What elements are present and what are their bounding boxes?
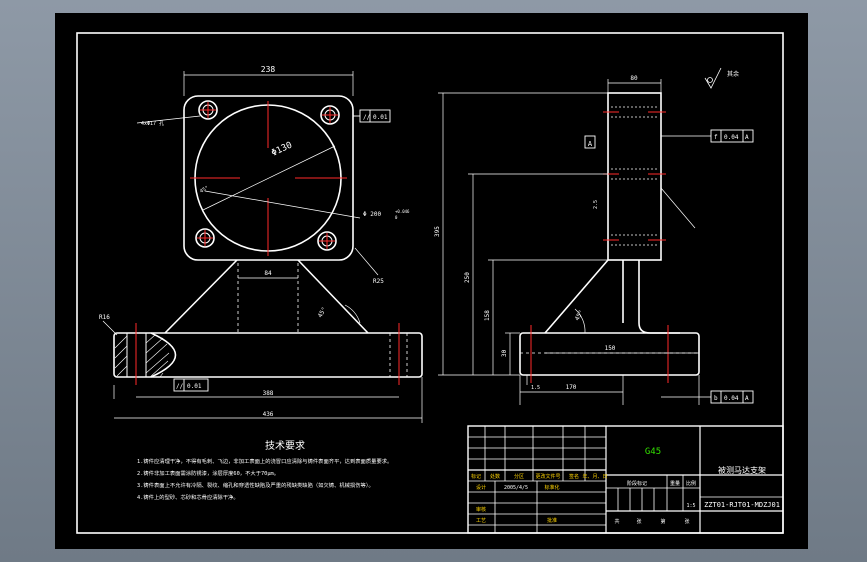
dim-bolt-holes: 4xΦ17 孔 <box>141 120 164 127</box>
row-header: 签名 <box>569 473 579 480</box>
design-date: 2005/4/5 <box>504 485 528 491</box>
side-view <box>519 92 700 376</box>
side-dimensions <box>438 79 711 405</box>
surface-finish-symbol <box>704 67 722 89</box>
drawing-number: ZZT01-RJT01-MDZJ01 <box>704 501 780 509</box>
approve-label: 批准 <box>547 517 557 524</box>
dim-chamfer: 45° <box>199 185 210 195</box>
dim-top-width: 80 <box>630 75 638 82</box>
sheet-label-2: 张 <box>684 518 689 525</box>
dim-base-thickness: 30 <box>501 349 508 357</box>
process-label: 工艺 <box>476 518 486 524</box>
standard-label: 标准化 <box>544 484 559 491</box>
dim-height-center: 250 <box>464 272 471 283</box>
svg-text://: // <box>176 383 184 390</box>
right-rib <box>297 259 369 334</box>
dim-neck: 84 <box>264 270 272 277</box>
technical-notes: 技术要求 1.铸件应清理干净，不得有毛刺、飞边，非加工表面上的浇冒口应清除与铸件… <box>137 439 392 501</box>
scale-value: 1:5 <box>686 503 695 509</box>
tol-bottom: 0.04 <box>724 395 739 402</box>
dim-r25: R25 <box>373 278 384 285</box>
dim-small: 2.5 <box>593 200 599 209</box>
sheet-total: 共 <box>614 518 619 525</box>
top-tol-frame <box>710 129 754 143</box>
sheet-no: 第 <box>660 518 665 525</box>
material: G45 <box>645 447 661 457</box>
svg-text:A: A <box>745 395 749 402</box>
svg-text://: // <box>363 114 371 121</box>
tol-top: 0.04 <box>724 134 739 141</box>
front-dimensions <box>102 71 423 423</box>
bolt-hole <box>320 105 340 125</box>
dim-base-total: 436 <box>263 411 274 418</box>
scale-label: 比例 <box>686 480 696 487</box>
front-base <box>113 332 423 378</box>
bottom-tol-frame <box>710 390 754 404</box>
datum-b: b <box>714 395 718 402</box>
note-line-3: 3.铸件表面上不允许有冷隔、裂纹、缩孔和穿透性缺陷及严重的残缺类缺陷（如欠铸、机… <box>137 481 374 489</box>
side-rib <box>544 259 609 334</box>
cad-viewport[interactable]: 238 Φ130 Φ 200 +0.046 0 4xΦ17 孔 // 0.01 … <box>55 13 808 549</box>
engineering-drawing: 238 Φ130 Φ 200 +0.046 0 4xΦ17 孔 // 0.01 … <box>76 32 784 534</box>
svg-text:f: f <box>714 134 718 141</box>
left-rib <box>164 259 238 334</box>
note-line-2: 2.铸件非加工表面需涂防锈漆，涂层厚度60，不大于70μm。 <box>137 469 279 477</box>
check-label: 审核 <box>476 506 486 513</box>
row-header: 更改文件号 <box>535 473 560 480</box>
note-line-1: 1.铸件应清理干净，不得有毛刺、飞边，非加工表面上的浇冒口应清除与铸件表面齐平，… <box>137 457 392 465</box>
surface-finish-label: 其余 <box>727 70 739 78</box>
design-label: 设计 <box>476 484 486 491</box>
row-header: 分区 <box>514 473 524 480</box>
dim-width: 238 <box>261 65 276 74</box>
bore-tol-upper: +0.046 <box>395 209 410 214</box>
datum-a-box <box>584 135 596 149</box>
part-name: 被测马达支架 <box>718 465 766 475</box>
title-block <box>467 425 784 534</box>
front-centerlines <box>135 101 400 385</box>
dim-bore: Φ 200 <box>363 211 381 218</box>
tol-base: 0.01 <box>187 383 202 390</box>
bolt-hole <box>198 100 218 120</box>
dim-height-total: 395 <box>434 226 441 237</box>
stage-label: 阶段标记 <box>627 480 647 487</box>
dim-angle: 45° <box>317 306 328 319</box>
sheet-label: 张 <box>636 518 641 525</box>
dim-base-depth: 170 <box>566 384 577 391</box>
side-centerlines <box>530 111 669 383</box>
side-base <box>519 332 700 376</box>
bore-tol-lower: 0 <box>395 215 398 220</box>
weight-label: 重量 <box>670 480 680 487</box>
tol-flatness: 0.01 <box>373 114 388 121</box>
dim-height-rib: 158 <box>484 310 491 321</box>
dim-chamfer-side: 1.5 <box>531 385 540 391</box>
dim-base-holes: 388 <box>263 390 274 397</box>
row-header: 处数 <box>490 473 500 480</box>
datum-a: A <box>588 140 593 148</box>
section-hatch <box>114 334 170 378</box>
notes-title: 技术要求 <box>265 439 305 452</box>
dim-r16: R16 <box>99 314 110 321</box>
row-header: 年、月、日 <box>582 473 607 480</box>
side-angle: 45° <box>574 309 585 322</box>
base-tol-frame <box>173 378 209 392</box>
dim-hole-dia: Φ130 <box>270 140 294 158</box>
bolt-hole <box>317 231 337 251</box>
section-break-curve <box>150 332 177 378</box>
drawing-border <box>76 32 784 534</box>
bolt-hole <box>195 228 215 248</box>
dim-rib-width: 150 <box>605 345 616 352</box>
row-header: 标记 <box>471 473 481 480</box>
note-line-4: 4.铸件上的型砂、芯砂和芯骨应清除干净。 <box>137 493 239 501</box>
svg-text:A: A <box>745 134 749 141</box>
